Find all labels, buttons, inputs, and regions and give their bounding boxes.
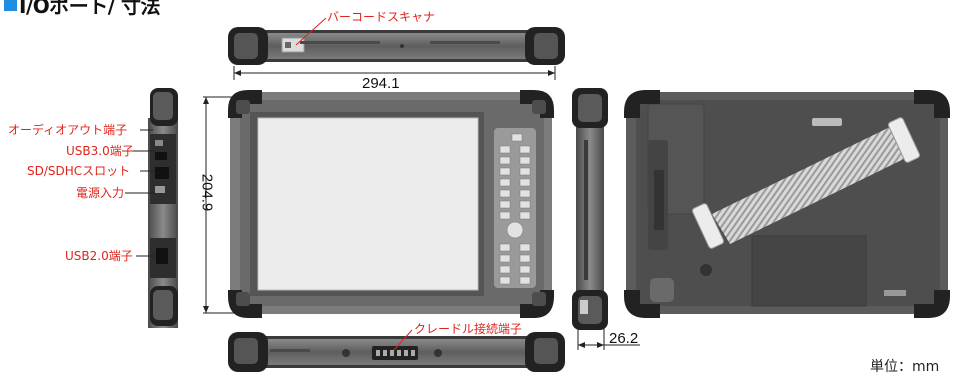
sd-slot-label: SD/SDHCスロット [27,164,131,178]
page-title-text: I/Oポート/ 寸法 [19,0,161,18]
unit-label: 単位：mm [870,359,940,375]
page-title: I/Oポート/ 寸法 [0,0,161,18]
depth-dimension: 26.2 [609,330,639,347]
left-side-view [148,88,178,328]
usb3-label: USB3.0端子 [66,144,134,158]
barcode-scanner-label: バーコードスキャナ [327,10,436,24]
title-square-icon [4,0,17,11]
top-view [228,27,565,65]
back-view [624,90,950,318]
power-input-label: 電源入力 [76,186,125,200]
right-side-view [572,88,608,330]
audio-out-label: オーディオアウト端子 [8,123,128,137]
height-dimension: 204.9 [198,173,216,212]
width-dimension: 294.1 [362,75,400,92]
bottom-view [228,332,565,372]
front-view [228,90,554,318]
cradle-connector-label: クレードル接続端子 [414,322,523,336]
usb2-label: USB2.0端子 [65,249,133,263]
